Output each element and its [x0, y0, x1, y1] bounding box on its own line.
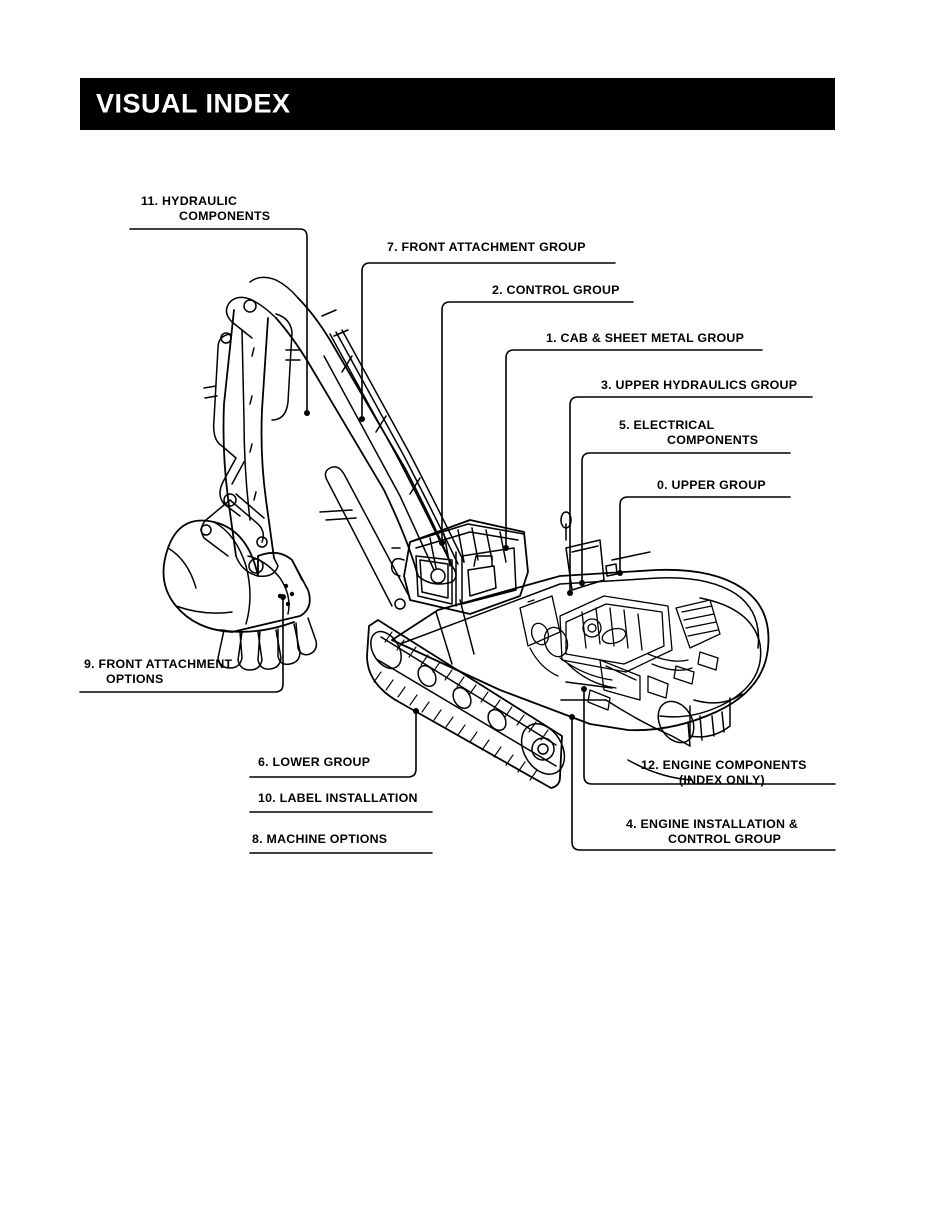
callout-label-2: 2. CONTROL GROUP	[492, 283, 620, 298]
leader-0	[617, 496, 791, 576]
callout-3-line1: 3. UPPER HYDRAULICS GROUP	[601, 378, 798, 392]
callout-label-6: 6. LOWER GROUP	[258, 755, 370, 770]
engine-compartment	[519, 595, 721, 711]
upper-structure-deck	[391, 568, 770, 741]
callout-label-9: 9. FRONT ATTACHMENT OPTIONS	[84, 657, 232, 687]
crawler-track-assembly	[366, 619, 695, 789]
callout-4-line1: 4. ENGINE INSTALLATION &	[626, 817, 799, 831]
callout-12-line2: (INDEX ONLY)	[679, 773, 765, 787]
arm-stick-assembly	[203, 309, 301, 578]
excavator-drawing	[162, 276, 770, 789]
callout-2-line1: 2. CONTROL GROUP	[492, 283, 620, 297]
leader-7	[359, 262, 616, 422]
page-header-bar: VISUAL INDEX	[80, 78, 835, 130]
callout-1-line1: 1. CAB & SHEET METAL GROUP	[546, 331, 745, 345]
callout-label-0: 0. UPPER GROUP	[657, 478, 766, 493]
callout-label-11: 11. HYDRAULIC COMPONENTS	[141, 194, 270, 224]
leader-5	[579, 452, 791, 586]
callout-5-line1: 5. ELECTRICAL	[619, 418, 715, 432]
electrical-components-area	[560, 511, 651, 591]
callout-0-line1: 0. UPPER GROUP	[657, 478, 766, 492]
callout-6-line1: 6. LOWER GROUP	[258, 755, 371, 769]
callout-9-line2: OPTIONS	[106, 672, 164, 686]
callout-label-1: 1. CAB & SHEET METAL GROUP	[546, 331, 744, 346]
page-title: VISUAL INDEX	[96, 88, 291, 119]
leader-3	[567, 396, 813, 596]
bucket-linkage	[200, 457, 268, 557]
callout-8-line1: 8. MACHINE OPTIONS	[252, 832, 388, 846]
callout-label-10: 10. LABEL INSTALLATION	[258, 791, 418, 806]
callout-label-5: 5. ELECTRICAL COMPONENTS	[619, 418, 758, 448]
callout-label-7: 7. FRONT ATTACHMENT GROUP	[387, 240, 586, 255]
callout-7-line1: 7. FRONT ATTACHMENT GROUP	[387, 240, 586, 254]
callout-11-line1: 11. HYDRAULIC	[141, 194, 238, 208]
boom-assembly	[225, 276, 465, 610]
callout-label-3: 3. UPPER HYDRAULICS GROUP	[601, 378, 797, 393]
leader-12	[581, 686, 836, 785]
callout-9-line1: 9. FRONT ATTACHMENT	[84, 657, 233, 671]
leader-11	[129, 228, 310, 416]
callout-10-line1: 10. LABEL INSTALLATION	[258, 791, 418, 805]
callout-12-line1: 12. ENGINE COMPONENTS	[641, 758, 807, 772]
callout-label-8: 8. MACHINE OPTIONS	[252, 832, 387, 847]
callout-11-line2: COMPONENTS	[179, 209, 271, 223]
bucket	[162, 519, 318, 671]
callout-5-line2: COMPONENTS	[667, 433, 759, 447]
callout-4-line2: CONTROL GROUP	[668, 832, 782, 846]
callout-label-12: 12. ENGINE COMPONENTS (INDEX ONLY)	[641, 758, 807, 788]
callout-label-4: 4. ENGINE INSTALLATION & CONTROL GROUP	[626, 817, 798, 847]
